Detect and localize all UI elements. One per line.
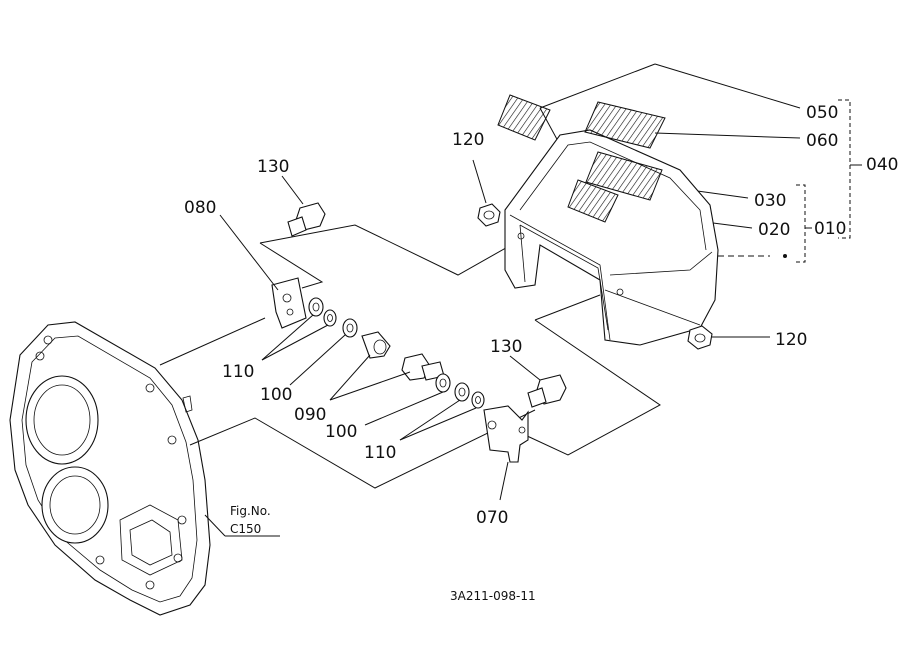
callout-100-left: 100	[260, 385, 292, 405]
callout-030: 030	[754, 191, 786, 211]
washer-110-right-b	[471, 391, 485, 409]
callout-110-left: 110	[222, 362, 254, 382]
bolt-090-right	[401, 353, 445, 381]
bolt-130-right	[509, 355, 567, 408]
callout-130-left: 130	[257, 157, 289, 177]
fig-ref-number: C150	[230, 522, 261, 536]
callout-110-right: 110	[364, 443, 396, 463]
callout-040: 040	[866, 155, 898, 175]
callout-080: 080	[184, 198, 216, 218]
washer-100-right	[435, 373, 451, 393]
nut-120-right	[687, 325, 770, 350]
washer-110-left	[308, 297, 324, 317]
washer-100-left	[323, 309, 337, 327]
cover-assembly	[504, 129, 719, 346]
callout-130-right: 130	[490, 337, 522, 357]
transmission-housing	[9, 321, 211, 616]
callout-120-top: 120	[452, 130, 484, 150]
callout-070: 070	[476, 508, 508, 528]
decal-020	[567, 179, 619, 223]
callout-100-right: 100	[325, 422, 357, 442]
washer-110-right	[454, 382, 470, 402]
bolt-090-left	[361, 331, 391, 359]
callout-020: 020	[758, 220, 790, 240]
fig-ref-label: Fig.No.	[230, 504, 271, 518]
bracket-070	[483, 405, 529, 501]
drawing-number: 3A211-098-11	[450, 589, 536, 603]
decal-030	[585, 151, 663, 201]
nut-120-top	[472, 159, 501, 227]
decal-060	[584, 101, 666, 149]
callout-010: 010	[814, 219, 846, 239]
callout-060: 060	[806, 131, 838, 151]
callout-050: 050	[806, 103, 838, 123]
callout-120-right: 120	[775, 330, 807, 350]
washer-110-left-b	[342, 318, 358, 338]
bolt-130-left	[281, 175, 326, 237]
group-brace-010	[796, 184, 812, 263]
group-brace-040	[838, 99, 862, 239]
decal-050	[497, 94, 551, 141]
bracket-080	[219, 214, 307, 329]
callout-090: 090	[294, 405, 326, 425]
